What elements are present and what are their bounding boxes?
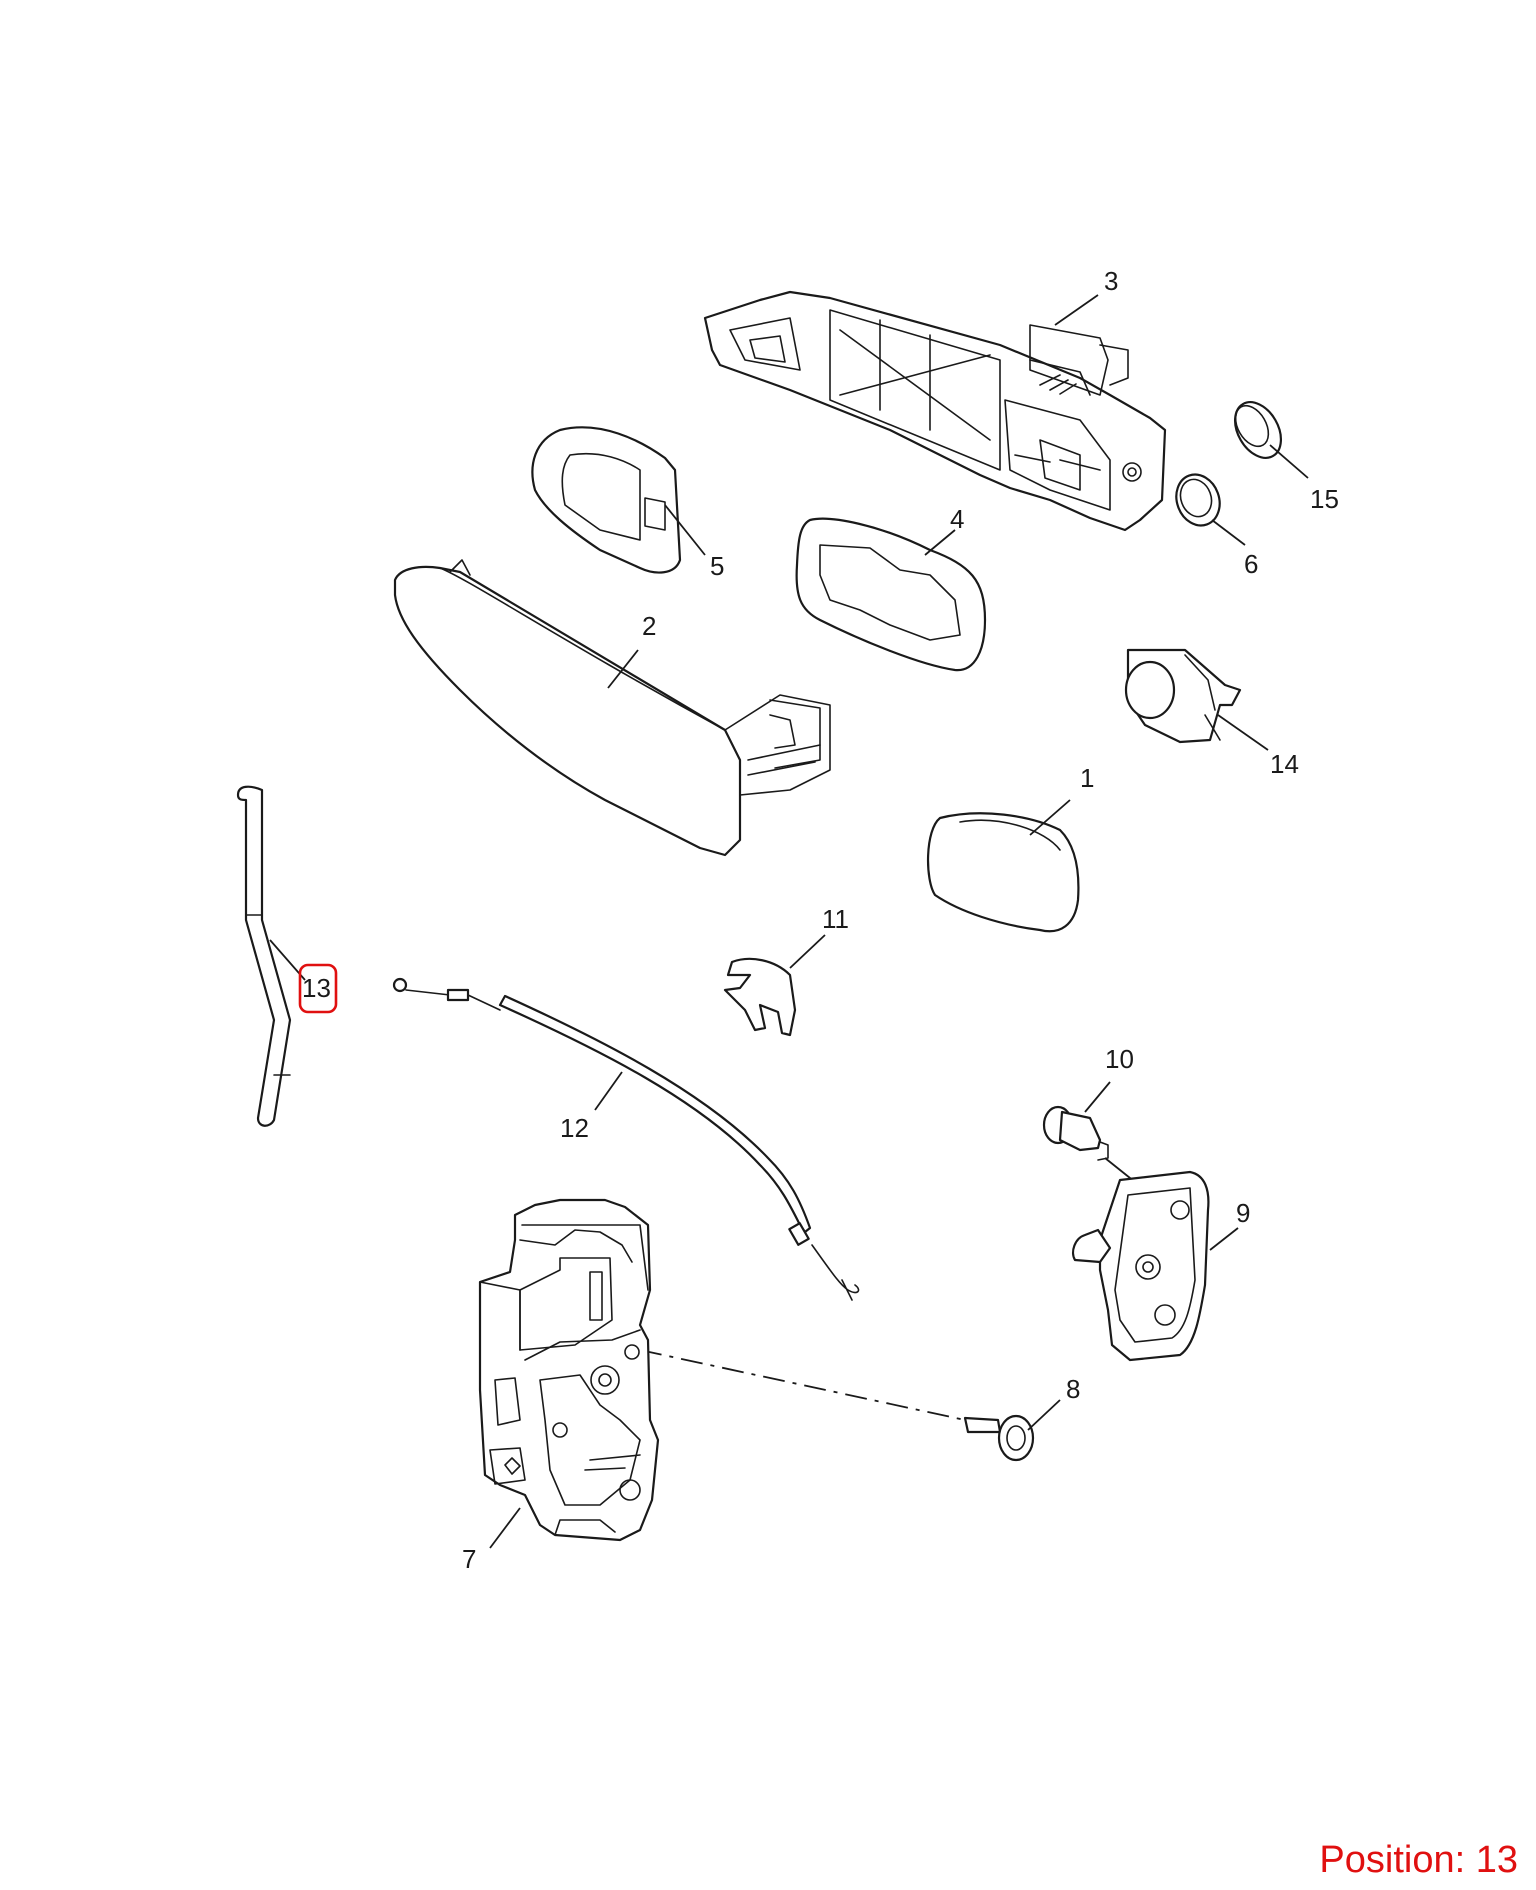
callout-4[interactable]: 4 [950,504,964,534]
part-11-clip [723,957,797,1037]
part-12-cable [392,977,860,1301]
part-6-grommet [1175,473,1221,527]
part-9-striker [1071,1170,1210,1362]
leader-2 [607,649,639,689]
callout-7[interactable]: 7 [462,1544,476,1574]
leader-3 [1054,294,1099,326]
part-3-handle-frame [703,290,1167,532]
part-10-bolt [1042,1105,1136,1183]
callout-1[interactable]: 1 [1080,763,1094,793]
leader-7 [489,1507,521,1549]
callout-14[interactable]: 14 [1270,749,1299,779]
leader-8 [1027,1399,1061,1431]
leader-1 [1029,799,1071,836]
part-2-handle [393,559,831,857]
callout-6[interactable]: 6 [1244,549,1258,579]
part-4-gasket [795,517,987,672]
callout-9[interactable]: 9 [1236,1198,1250,1228]
callout-10[interactable]: 10 [1105,1044,1134,1074]
part-15-plug [1233,401,1283,459]
highlight-box [298,963,338,1014]
callout-13[interactable]: 13 [302,973,331,1003]
alignment-line [639,1349,966,1421]
callout-12[interactable]: 12 [560,1113,589,1143]
leader-5 [664,504,706,556]
leader-9 [1209,1227,1239,1251]
callout-3[interactable]: 3 [1104,266,1118,296]
part-5-gasket [531,426,682,574]
callout-8[interactable]: 8 [1066,1374,1080,1404]
part-14-lock-cylinder [1124,648,1242,744]
callout-2[interactable]: 2 [642,611,656,641]
callout-11[interactable]: 11 [822,904,849,934]
part-13-rod [236,785,292,1127]
callout-5[interactable]: 5 [710,551,724,581]
part-7-latch [478,1198,660,1542]
leader-10 [1084,1081,1111,1113]
part-1-cap [927,812,1080,933]
leader-12 [594,1071,623,1111]
part-8-screw [963,1414,1035,1462]
leader-14 [1217,714,1269,751]
leader-11 [789,934,826,969]
leader-15 [1269,444,1309,479]
leader-4 [924,529,956,556]
position-label: Position: 13 [1319,1839,1518,1881]
leader-6 [1211,519,1246,546]
callout-15[interactable]: 15 [1310,484,1339,514]
